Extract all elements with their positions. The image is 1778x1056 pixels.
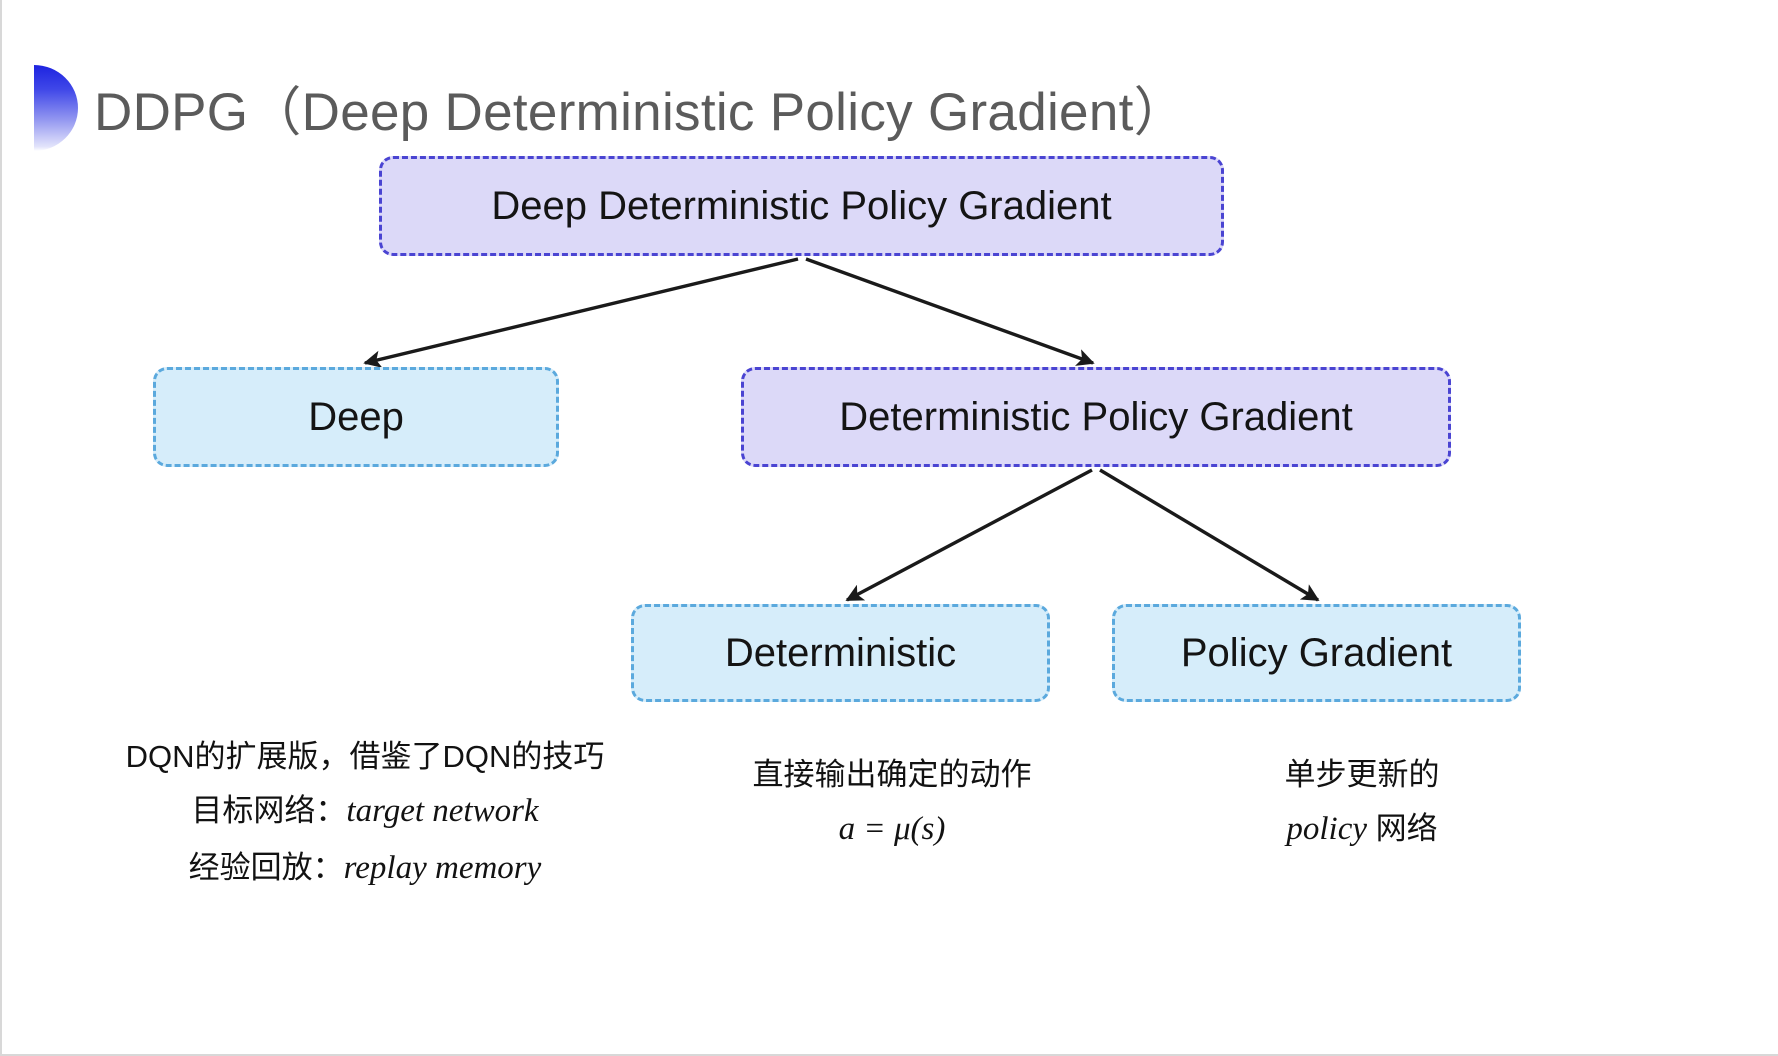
annotation-deterministic-line1: 直接输出确定的动作 — [752, 757, 1032, 792]
annotation-deep-line2-term: target network — [346, 793, 539, 830]
edge-dpg-to-policy-gradient — [1099, 468, 1320, 602]
node-deep-deterministic-policy-gradient[interactable]: Deep Deterministic Policy Gradient — [379, 156, 1224, 256]
node-deterministic-policy-gradient[interactable]: Deterministic Policy Gradient — [741, 367, 1451, 467]
annotation-policy-gradient-line2: policy 网络 — [1152, 801, 1572, 858]
annotation-policy-gradient-suffix: 网络 — [1367, 811, 1438, 847]
node-policy-gradient[interactable]: Policy Gradient — [1112, 604, 1521, 702]
page-title: DDPG（Deep Deterministic Policy Gradient） — [94, 83, 1187, 142]
annotation-policy-gradient-line1: 单步更新的 — [1284, 757, 1440, 792]
annotation-policy-gradient: 单步更新的 policy 网络 — [1152, 748, 1572, 858]
gradient-semicircle-bullet-icon — [34, 65, 78, 151]
annotation-deep-line3: 经验回放：replay memory — [110, 840, 620, 897]
annotation-deterministic: 直接输出确定的动作 a = μ(s) — [682, 748, 1102, 858]
node-deep[interactable]: Deep — [153, 367, 559, 467]
annotation-deep-line2: 目标网络：target network — [110, 783, 620, 840]
annotation-policy-gradient-term: policy — [1286, 811, 1367, 848]
annotation-deep-line2-label: 目标网络： — [191, 793, 347, 829]
node-deterministic[interactable]: Deterministic — [631, 604, 1050, 702]
edge-root-to-deep — [363, 257, 799, 368]
annotation-deep-line3-term: replay memory — [343, 850, 542, 887]
annotation-deep-line1: DQN的扩展版，借鉴了DQN的技巧 — [125, 739, 605, 774]
edge-dpg-to-deterministic — [845, 468, 1093, 602]
slide-title-bar: DDPG（Deep Deterministic Policy Gradient） — [34, 60, 1187, 156]
annotation-deterministic-formula: a = μ(s) — [838, 811, 946, 848]
annotation-deep: DQN的扩展版，借鉴了DQN的技巧 目标网络：target network 经验… — [110, 730, 620, 897]
edge-root-to-dpg — [805, 257, 1095, 366]
annotation-deep-line3-label: 经验回放： — [188, 850, 344, 886]
